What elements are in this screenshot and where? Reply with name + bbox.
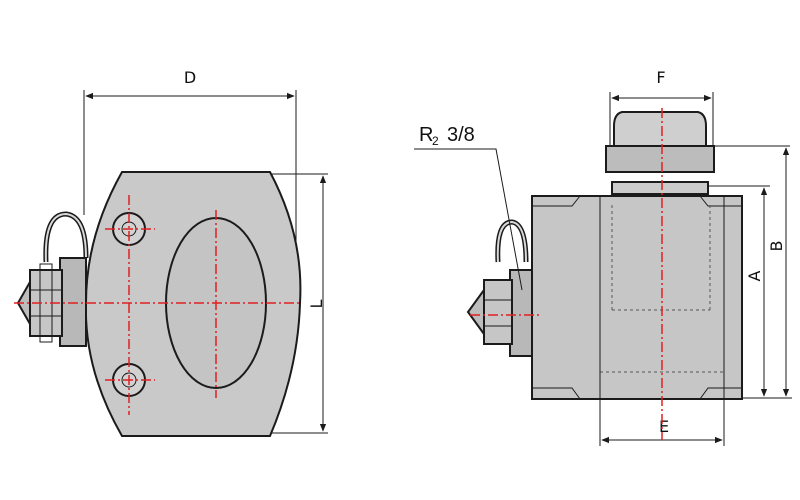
thread-label-prefix: R: [419, 124, 433, 146]
thread-leader-line: [414, 148, 523, 291]
dim-e-label: E: [659, 417, 669, 436]
top-view: D L: [14, 68, 328, 437]
dim-l-label: L: [307, 299, 326, 308]
thread-label-subscript: 2: [432, 134, 439, 148]
dim-b-label: B: [767, 241, 786, 252]
thread-label-size: 3/8: [447, 124, 475, 146]
coupler-fitting-left: [16, 211, 89, 347]
side-view: F A B: [414, 68, 792, 446]
cylinder-body-side: [531, 195, 743, 400]
dim-d-label: D: [184, 68, 196, 87]
saddle-cap: [605, 111, 715, 195]
coupler-fitting-right: [466, 219, 533, 357]
dim-f-label: F: [656, 68, 665, 87]
dim-a-label: A: [745, 270, 764, 281]
thread-callout: R 2 3/8: [414, 124, 523, 291]
